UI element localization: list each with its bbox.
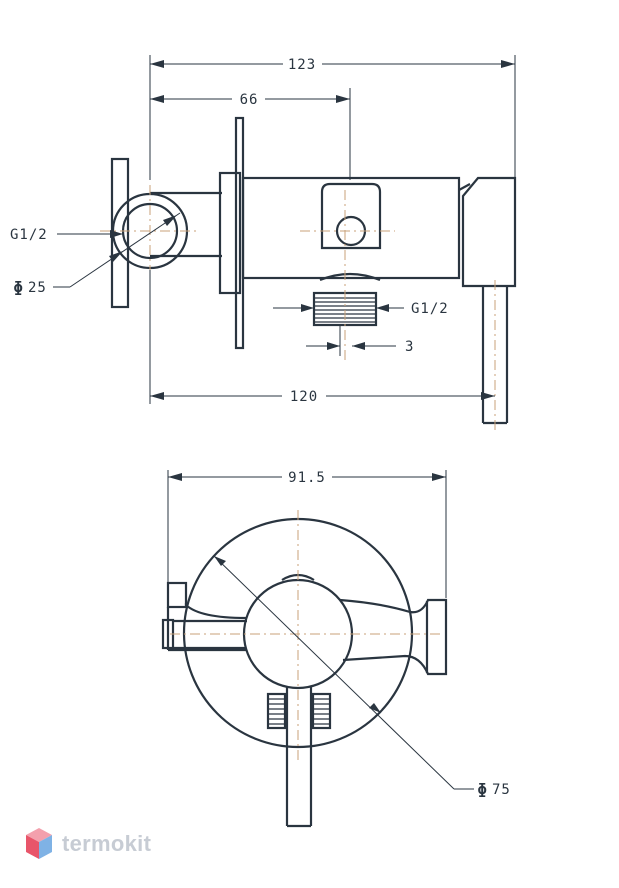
plan-view: 91.5 (161, 470, 511, 828)
brand-cube-icon (26, 828, 52, 859)
dim-thread-bottom: G1/2 (273, 301, 449, 317)
diameter-symbol: ɸ (14, 280, 23, 296)
side-view: 123 66 (10, 55, 517, 430)
side-handle-head (461, 176, 517, 288)
plan-thread-left (266, 692, 287, 730)
dim-label-123: 123 (288, 57, 316, 73)
dim-plan-width: 91.5 (167, 470, 447, 598)
plan-lever (285, 687, 313, 828)
plan-inlet-arm (161, 581, 247, 652)
diameter-symbol-75: ɸ (478, 782, 487, 798)
brand-name: termokit (62, 831, 152, 856)
dim-label-g12-left: G1/2 (10, 227, 48, 243)
side-handle-joint (458, 183, 471, 191)
plan-thread-right (311, 692, 332, 730)
dim-overall-length: 123 (149, 55, 516, 180)
side-body-bulge (319, 272, 381, 282)
side-wall-plate (218, 171, 242, 295)
brand-watermark: termokit (24, 826, 151, 862)
dim-label-66: 66 (240, 92, 259, 108)
dim-pipe-diameter: ɸ 25 (14, 212, 181, 296)
plan-handle-arm (339, 598, 448, 676)
dim-label-g12-bottom: G1/2 (411, 301, 449, 317)
dim-center-offset: 66 (150, 88, 351, 180)
dim-label-91-5: 91.5 (288, 470, 326, 486)
dim-thread-left: G1/2 (10, 227, 123, 243)
dim-label-120: 120 (290, 389, 318, 405)
side-body-window (320, 182, 382, 250)
dim-thread-gap: 3 (306, 325, 414, 356)
dim-handle-length: 120 (149, 270, 495, 405)
dim-label-75: 75 (492, 782, 511, 798)
side-valve-body (241, 176, 461, 280)
dim-label-3: 3 (405, 339, 414, 355)
dim-label-25: 25 (28, 280, 47, 296)
dim-plate-diameter: ɸ 75 (213, 555, 511, 798)
